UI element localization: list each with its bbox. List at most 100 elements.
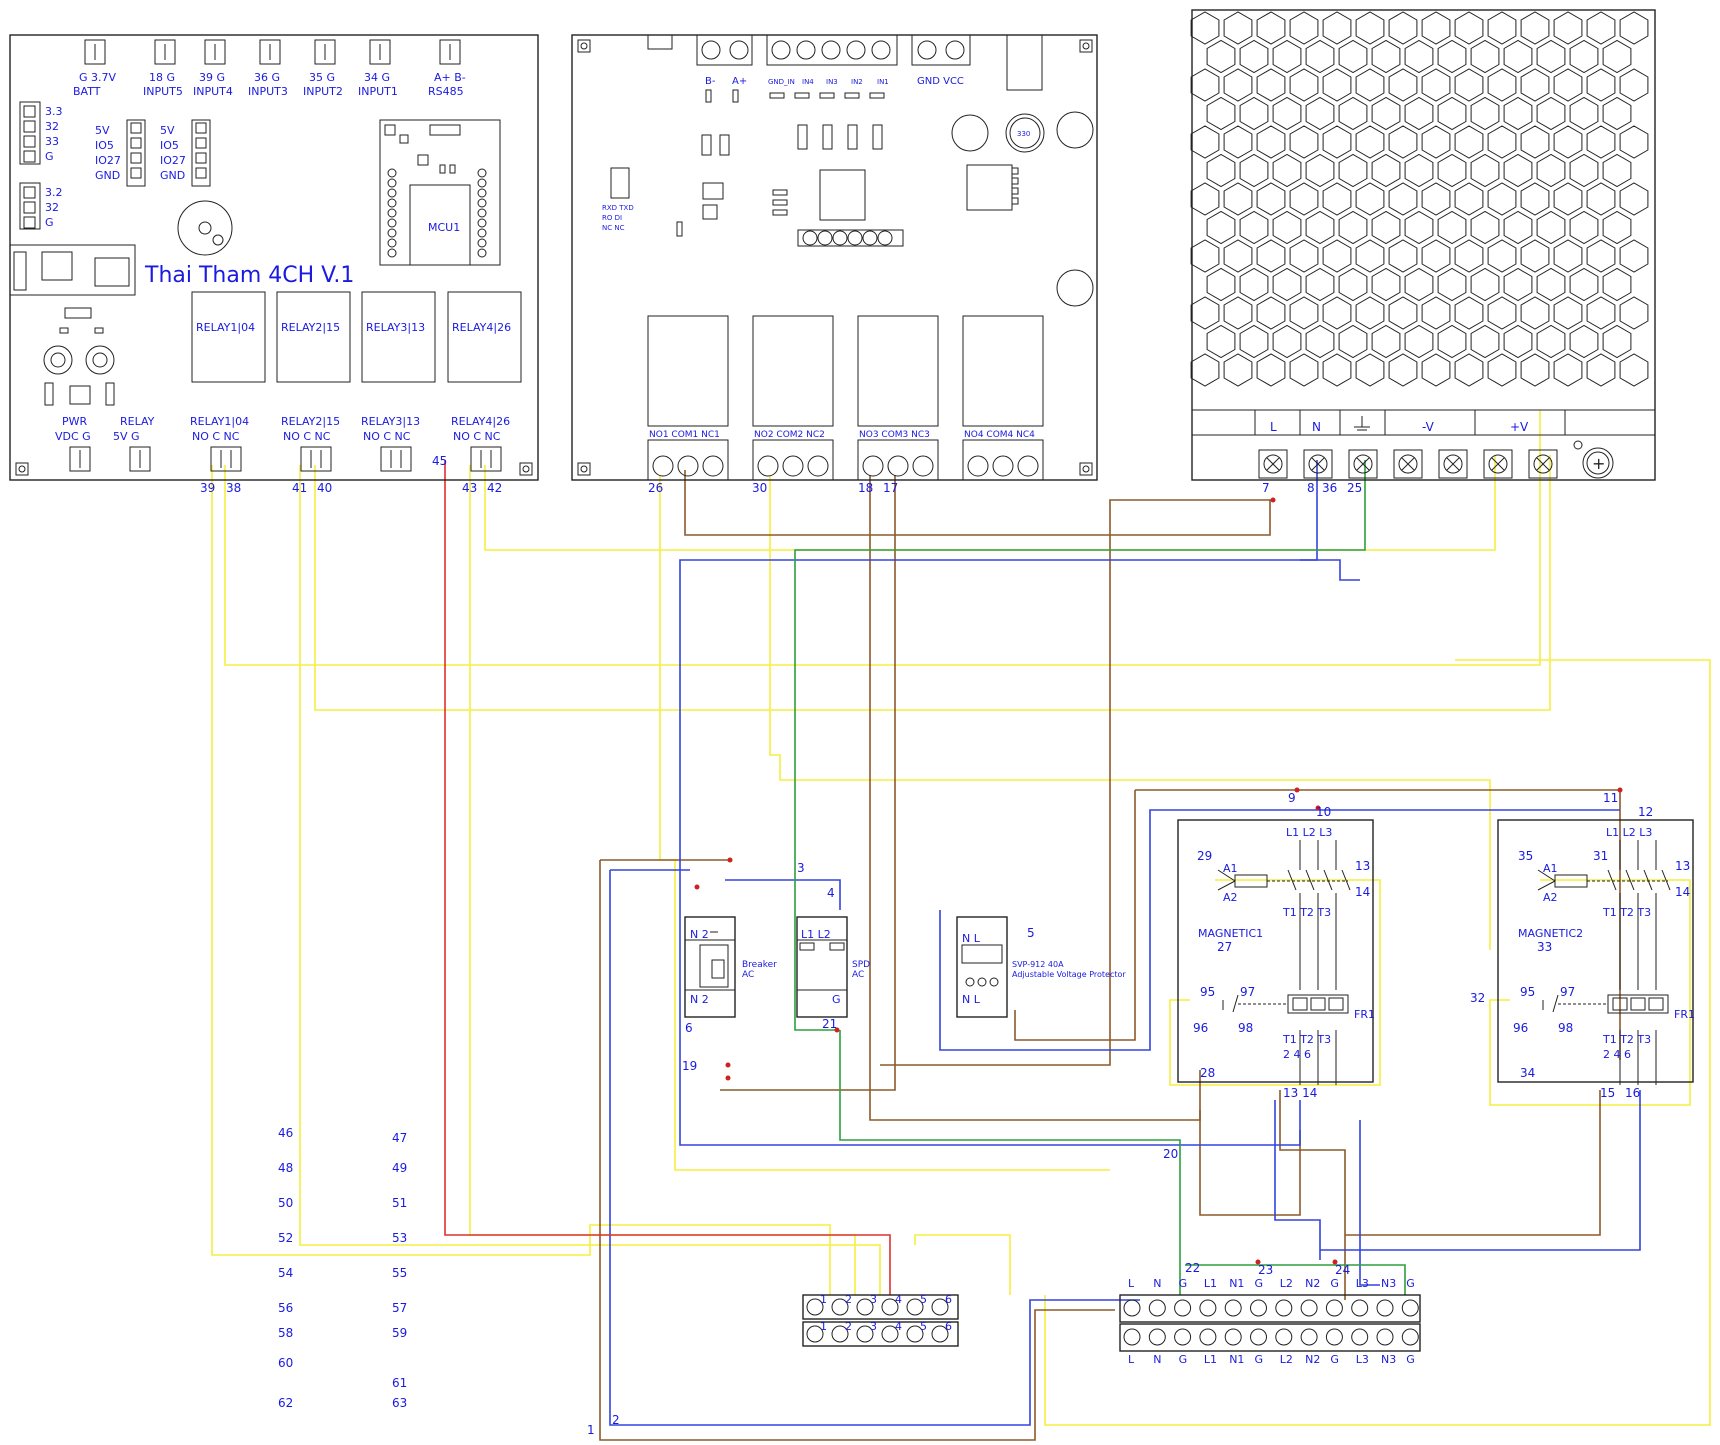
wire-yellow [469,465,831,1295]
terminal-label: 5 [920,1320,927,1333]
wire-number: 95 [1520,985,1535,999]
ground-icon [1354,416,1370,431]
relay-terminal-label: NO1 COM1 NC1 [649,430,720,440]
svg-text:NC NC: NC NC [602,224,625,232]
wire-blue [1359,1120,1380,1286]
wire-number: 97 [1560,985,1575,999]
svg-text:+: + [1592,454,1605,473]
wire-blue [1274,1100,1321,1260]
wire-id: 56 [278,1301,293,1315]
svg-text:8: 8 [1307,481,1315,495]
voltage-protector: N L N L SVP-912 40A Adjustable Voltage P… [956,916,1126,1018]
io-label: GND [95,169,120,182]
pin-label: 32 [45,201,59,214]
wire-blue [725,879,841,910]
svg-text:23: 23 [1258,1263,1273,1277]
terminal-label: G [1406,1353,1415,1366]
terminal-label: 1 [820,1293,827,1306]
wire-id: 54 [278,1266,293,1280]
mag-out-label: 2 4 6 [1603,1048,1631,1061]
header-label: 36 G [254,71,280,84]
wire-red [444,460,891,1295]
mag-out-label: 2 4 6 [1283,1048,1311,1061]
wire-number: 16 [1625,1086,1640,1100]
svg-text:L: L [1270,420,1277,434]
a1-label: A1 [1543,862,1558,875]
terminal-label: N2 [1305,1353,1320,1366]
svg-text:5: 5 [1027,926,1035,940]
wires [211,410,1711,1441]
wire-number: 41 [292,481,307,495]
wire-number: 11 [1603,791,1618,805]
terminal-label: 2 [845,1293,852,1306]
terminal-label: L [1128,1277,1135,1290]
svg-text:RXD TXD: RXD TXD [602,204,634,212]
svg-text:25: 25 [1347,481,1362,495]
wire-number: 10 [1316,805,1331,819]
wire-id: 60 [278,1356,293,1370]
buzzer-icon [177,200,233,256]
pin-label: G [45,150,54,163]
wire-id: 63 [392,1396,407,1410]
terminal-label: N3 [1381,1277,1396,1290]
svg-text:L1 L2: L1 L2 [801,928,831,941]
terminal-label: 3 [870,1320,877,1333]
relay-box [752,315,834,427]
bottom-label: 5V G [113,430,140,443]
header-label: INPUT3 [248,85,288,98]
terminal-label: L [1128,1353,1135,1366]
mcu-module [379,119,501,266]
svg-text:G: G [832,993,841,1006]
header-label: G 3.7V [79,71,117,84]
bottom-label: VDC G [55,430,91,443]
svg-text:SPD: SPD [852,960,870,970]
bottom-label: NO C NC [363,430,411,443]
wire-number: 28 [1200,1066,1215,1080]
wire-number: 38 [226,481,241,495]
io-label: 5V [160,124,175,137]
wire-yellow [1169,879,1381,1086]
svg-text:2: 2 [612,1413,620,1427]
wire-number: 18 [858,481,873,495]
wire-id: 57 [392,1301,407,1315]
pin-label: 33 [45,135,59,148]
bottom-label: RELAY [120,415,155,428]
header-label: INPUT4 [193,85,233,98]
mag-t-label: T1 T2 T3 [1602,906,1651,919]
wire-id: 46 [278,1126,293,1140]
board2-label: B- [705,76,716,87]
wire-number: 29 [1197,849,1212,863]
wire-number: 27 [1217,940,1232,954]
wire-number: 12 [1638,805,1653,819]
mcu-label: MCU1 [428,221,460,234]
wire-number: 45 [432,454,447,468]
terminal-label: 6 [945,1320,952,1333]
wire-id: 61 [392,1376,407,1390]
wire-brown [1014,790,1136,1041]
header-label: INPUT5 [143,85,183,98]
wire-blue [679,460,1318,1146]
io-label: IO27 [160,154,186,167]
wire-number: 33 [1537,940,1552,954]
wire-green [839,1030,1181,1295]
relay-terminal-label: NO4 COM4 NC4 [964,430,1035,440]
terminal-label: 2 [845,1320,852,1333]
wire-id: 47 [392,1131,407,1145]
mag-t-label: T1 T2 T3 [1282,1033,1331,1046]
io-label: IO5 [95,139,114,152]
terminal-label: G [1179,1277,1188,1290]
wire-number: 17 [883,481,898,495]
terminal-label: G [1179,1353,1188,1366]
wire-id: 59 [392,1326,407,1340]
header-label: RS485 [428,85,464,98]
bottom-label: NO C NC [453,430,501,443]
svg-text:1: 1 [587,1423,595,1437]
relay-box [647,315,729,427]
wire-id: 48 [278,1161,293,1175]
wire-green [1185,1264,1406,1295]
breaker: N 2 N 2 Breaker AC 6 19 [682,916,777,1073]
pin-label: 3.3 [45,105,63,118]
